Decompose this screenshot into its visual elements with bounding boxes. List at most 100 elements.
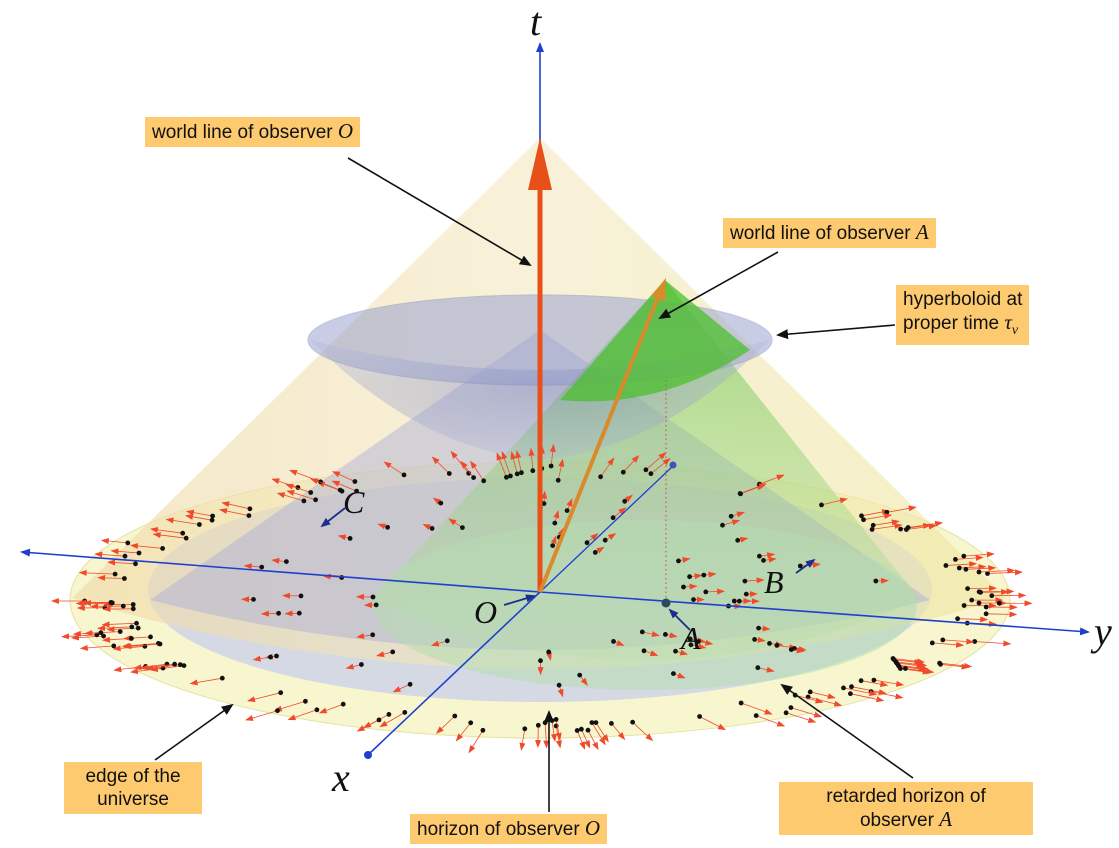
galaxy-dot — [736, 598, 742, 604]
galaxy-dot — [125, 540, 131, 546]
velocity-arrow — [863, 513, 893, 521]
velocity-arrow — [861, 680, 889, 688]
galaxy-dot — [870, 522, 876, 528]
galaxy-dot — [688, 642, 694, 648]
galaxy-dot — [755, 665, 761, 671]
velocity-arrow — [97, 574, 125, 581]
galaxy-dot — [743, 591, 749, 597]
velocity-arrow — [893, 659, 923, 665]
galaxy-dot — [849, 684, 854, 690]
galaxy-dot — [756, 625, 761, 631]
world-line-A — [538, 291, 662, 593]
point-A-label: A — [681, 620, 701, 656]
galaxy-dot — [359, 662, 364, 667]
label-world-line-O-var: O — [337, 119, 354, 143]
velocity-arrow — [756, 715, 786, 727]
galaxy-dot — [898, 526, 903, 532]
galaxy-dot — [953, 557, 958, 562]
particles — [50, 443, 1033, 754]
x-axis-end-dot — [364, 751, 372, 759]
galaxy-dot — [530, 468, 536, 474]
velocity-arrow — [468, 730, 484, 754]
galaxy-dot — [468, 720, 474, 726]
velocity-arrow — [470, 460, 485, 482]
velocity-arrow — [986, 611, 1018, 618]
velocity-arrow — [510, 451, 518, 474]
velocity-arrow — [873, 519, 900, 526]
pointer-A — [668, 608, 691, 631]
galaxy-dot — [460, 525, 465, 530]
galaxy-dot — [742, 578, 748, 584]
galaxy-dot — [858, 678, 864, 684]
velocity-arrow — [519, 728, 526, 751]
galaxy-dot — [955, 616, 960, 622]
label-horizon-O-var: O — [584, 816, 601, 840]
galaxy-dot — [752, 637, 757, 642]
galaxy-dot — [541, 501, 547, 506]
galaxy-dot — [129, 624, 135, 630]
galaxy-dot — [122, 553, 128, 559]
label-retarded-line2: observer — [859, 810, 940, 831]
galaxy-dot — [639, 629, 645, 635]
label-world-line-A-var: A — [915, 220, 929, 244]
galaxy-dot — [753, 713, 759, 718]
galaxy-dot — [303, 698, 308, 704]
galaxy-dot — [259, 564, 265, 570]
galaxy-dot — [172, 661, 178, 667]
velocity-arrow — [260, 610, 279, 617]
velocity-arrow — [808, 696, 843, 707]
galaxy-dot — [538, 658, 543, 664]
galaxy-dot — [181, 663, 187, 668]
velocity-arrow — [740, 702, 773, 715]
galaxy-dot — [861, 517, 866, 523]
velocity-arrow — [72, 630, 101, 637]
velocity-arrow — [273, 700, 306, 712]
y-axis-label: y — [1094, 609, 1112, 654]
velocity-arrow — [448, 518, 463, 528]
velocity-arrow — [896, 662, 925, 669]
velocity-arrow — [431, 456, 450, 474]
velocity-arrow — [932, 641, 965, 648]
galaxy-dot — [869, 527, 875, 532]
galaxy-dot — [681, 584, 686, 590]
galaxy-dot — [183, 535, 189, 541]
galaxy-dot — [701, 572, 707, 578]
label-edge-universe: edge of the universe — [64, 762, 202, 814]
velocity-arrow — [221, 501, 250, 510]
galaxy-dot — [940, 637, 946, 643]
galaxy-dot — [584, 540, 590, 546]
galaxy-dot — [504, 474, 509, 480]
galaxy-dot — [522, 726, 528, 732]
galaxy-dot — [978, 589, 983, 595]
galaxy-dot — [136, 550, 142, 556]
velocity-arrow — [600, 457, 615, 478]
galaxy-dot — [720, 522, 725, 528]
velocity-arrow — [550, 720, 557, 742]
galaxy-dot — [673, 648, 678, 654]
label-horizon-O: horizon of observer O — [410, 814, 608, 844]
galaxy-dot — [546, 649, 552, 655]
velocity-arrow — [645, 452, 667, 471]
velocity-arrow — [940, 663, 970, 670]
galaxy-dot — [542, 720, 548, 726]
galaxy-dot — [976, 600, 982, 606]
label-hyperboloid: hyperboloid at proper time τν — [896, 285, 1030, 345]
galaxy-dot — [352, 479, 358, 484]
velocity-arrow — [392, 683, 411, 693]
galaxy-dot — [373, 602, 379, 608]
galaxy-dot — [783, 710, 789, 716]
pointer-C — [320, 507, 346, 528]
velocity-arrow — [861, 509, 890, 517]
galaxy-dot — [148, 634, 153, 640]
galaxy-dot — [602, 537, 608, 543]
galaxy-dot — [157, 641, 163, 647]
galaxy-dot — [134, 620, 139, 626]
galaxy-dot — [983, 604, 989, 610]
velocity-arrow — [650, 457, 671, 475]
galaxy-dot — [556, 682, 562, 688]
galaxy-dot — [407, 681, 413, 687]
y-axis — [539, 591, 1090, 636]
label-edge-line1: edge of the — [85, 766, 181, 787]
velocity-arrow — [515, 450, 522, 473]
